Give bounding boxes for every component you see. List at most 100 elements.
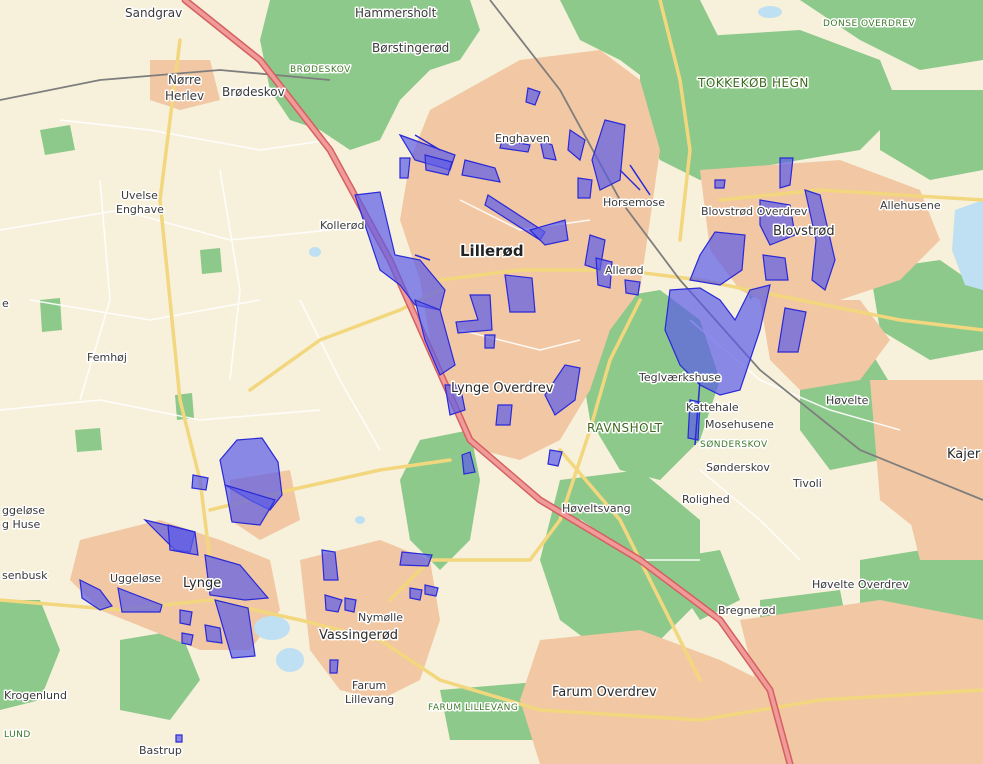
place-label: Uvelse: [121, 189, 158, 202]
overlay-polygon[interactable]: [117, 587, 163, 613]
place-label: senbusk: [2, 569, 48, 582]
place-label: Horsemose: [603, 196, 665, 209]
place-label: Teglværkshuse: [638, 371, 721, 384]
overlay-polygon[interactable]: [595, 257, 613, 289]
overlay-polygon[interactable]: [525, 87, 541, 106]
overlay-polygon[interactable]: [499, 139, 531, 153]
place-label: Allerød: [605, 264, 644, 277]
place-labels: Sandgrav Hammersholt Børstingerød Nørre …: [1, 5, 983, 759]
place-label: Høvelte: [826, 394, 869, 407]
overlay-polygon[interactable]: [591, 119, 626, 191]
place-label: Vassingerød: [319, 628, 398, 643]
overlay-polygon[interactable]: [461, 159, 501, 183]
place-label: Enghave: [116, 203, 164, 216]
place-label: Børstingerød: [372, 41, 449, 55]
overlay-polygon[interactable]: [179, 609, 193, 626]
forest-label: DONSE OVERDREV: [823, 19, 915, 29]
overlay-polygon[interactable]: [219, 437, 283, 511]
forest-labels: BRØDESKOV DONSE OVERDREV TOKKEKØB HEGN R…: [3, 18, 917, 742]
forest-label: FARUM LILLEVANG: [428, 703, 518, 713]
forest-label: SØNDERSKOV: [700, 439, 768, 450]
overlay-polygon[interactable]: [344, 597, 357, 613]
place-label: Lillerød: [460, 242, 524, 260]
place-label: ggeløse: [2, 504, 45, 517]
place-label: Lillevang: [345, 693, 394, 706]
place-label: Enghaven: [495, 132, 550, 145]
overlay-polygon[interactable]: [424, 154, 453, 176]
forest-label: TOKKEKØB HEGN: [697, 76, 809, 90]
place-label: Høveltsvang: [562, 502, 631, 515]
overlay-polygon[interactable]: [504, 274, 536, 313]
overlay-polygon[interactable]: [779, 157, 794, 189]
overlay-polygon[interactable]: [399, 551, 433, 567]
overlay-polygon[interactable]: [714, 179, 726, 189]
overlay-polygon[interactable]: [689, 231, 746, 286]
place-label: Nørre: [168, 73, 201, 87]
overlay-polygon[interactable]: [455, 294, 493, 334]
place-label: Hammersholt: [355, 6, 437, 20]
forest-label: BRØDESKOV: [290, 64, 351, 75]
place-label: Uggeløse: [110, 572, 161, 585]
place-label: Sønderskov: [706, 461, 770, 474]
overlay-polygon[interactable]: [624, 279, 641, 296]
highlight-overlay[interactable]: [79, 87, 836, 743]
overlay-polygon[interactable]: [214, 599, 256, 659]
place-label: Høvelte Overdrev: [812, 578, 909, 591]
overlay-polygon[interactable]: [777, 307, 807, 353]
overlay-polygon[interactable]: [804, 189, 836, 291]
overlay-polygon[interactable]: [204, 624, 223, 644]
overlay-polygon[interactable]: [329, 659, 339, 674]
overlay-polygon[interactable]: [547, 449, 563, 467]
overlay-polygon[interactable]: [528, 219, 569, 246]
overlay-polygon[interactable]: [414, 299, 456, 376]
place-label: Tivoli: [792, 477, 822, 490]
overlay-polygon[interactable]: [577, 177, 593, 199]
overlay-polygon[interactable]: [539, 139, 557, 161]
place-label: Blovstrød: [773, 224, 835, 239]
place-label: Farum: [352, 679, 386, 692]
overlay-polygon[interactable]: [495, 404, 513, 426]
place-label: Krogenlund: [4, 689, 67, 702]
overlay-polygon[interactable]: [544, 364, 581, 416]
overlay-polygon[interactable]: [759, 199, 796, 246]
motorway: [181, 0, 794, 764]
overlay-polygon[interactable]: [167, 524, 199, 556]
place-label: Kollerød: [320, 219, 365, 232]
overlay-polygon[interactable]: [191, 474, 209, 491]
place-label: Mosehusene: [705, 418, 774, 431]
overlay-polygon[interactable]: [175, 734, 183, 743]
water-bodies: [254, 6, 983, 672]
overlay-polygon[interactable]: [324, 594, 343, 613]
overlay-polygon[interactable]: [354, 191, 446, 311]
forest-label: RAVNSHOLT: [587, 421, 663, 435]
overlay-polygon[interactable]: [424, 584, 439, 597]
place-label: Sandgrav: [125, 6, 182, 20]
overlay-polygon[interactable]: [664, 284, 771, 396]
overlay-polygon[interactable]: [567, 128, 586, 162]
overlay-polygon[interactable]: [484, 334, 496, 349]
place-label: Nymølle: [358, 611, 403, 624]
highlight-overlay-lines: [319, 134, 701, 446]
place-label: Blovstrød Overdrev: [701, 205, 808, 218]
overlay-polygon[interactable]: [204, 554, 270, 601]
overlay-polygon[interactable]: [461, 451, 476, 475]
place-label: Rolighed: [682, 493, 730, 506]
overlay-polygon[interactable]: [409, 587, 423, 601]
overlay-polygon[interactable]: [762, 254, 789, 281]
place-label: Allehusene: [880, 199, 941, 212]
place-label: Brødeskov: [222, 85, 285, 99]
place-label: Kajer: [947, 447, 981, 462]
place-label: Lynge: [183, 576, 221, 591]
overlay-polygon[interactable]: [181, 632, 194, 646]
overlay-polygon[interactable]: [399, 157, 411, 179]
place-label: e: [2, 297, 9, 310]
overlay-polygon[interactable]: [321, 549, 339, 581]
overlay-polygon[interactable]: [79, 578, 113, 611]
place-label: Lynge Overdrev: [451, 381, 554, 396]
place-label: Herlev: [165, 89, 204, 103]
place-label: Kattehale: [686, 401, 739, 414]
place-label: g Huse: [2, 518, 40, 531]
overlay-polygon[interactable]: [444, 384, 466, 416]
overlay-polygon[interactable]: [224, 484, 276, 526]
